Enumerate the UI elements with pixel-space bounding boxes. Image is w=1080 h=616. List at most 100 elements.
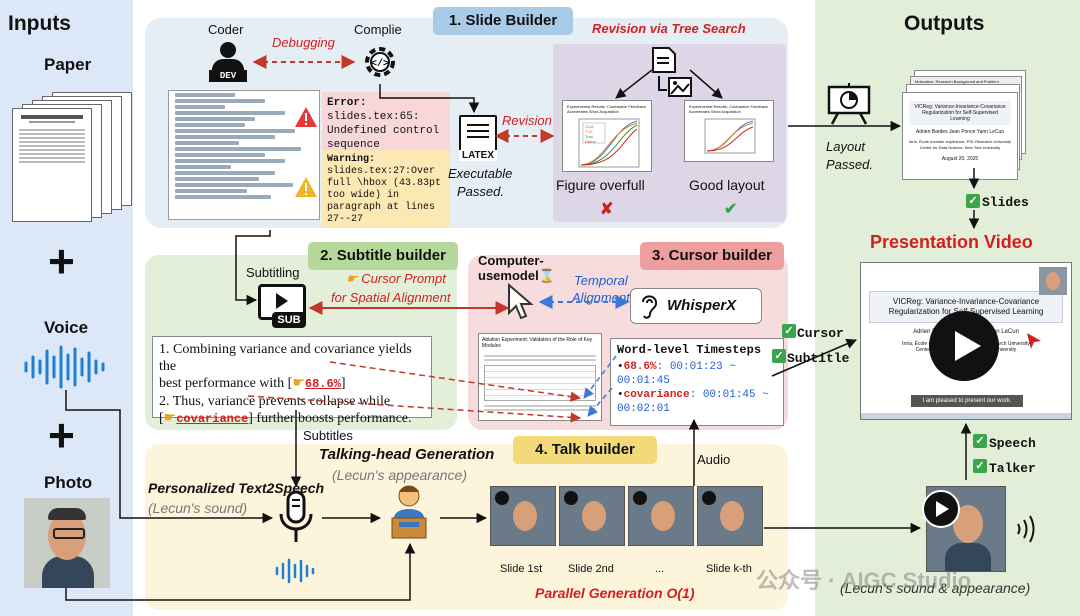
talker-check-icon: ✓ <box>973 459 987 473</box>
legend-item: Trial <box>585 134 593 139</box>
timestep-word-1: 68.6% <box>623 361 657 373</box>
hourglass-icon: ⌛ <box>538 268 555 283</box>
cursor-check-icon: ✓ <box>782 324 796 338</box>
good-layout-slide-thumbnail: Experimental Results: Contrastive Feedba… <box>684 100 774 162</box>
output-slide-front: VICReg: Variance-Invariance-Covariance R… <box>902 92 1018 180</box>
passed-line: Passed. <box>826 157 873 172</box>
frame-slide-k <box>697 486 763 546</box>
t2s-label: Personalized Text2Speech <box>148 480 325 496</box>
output-slide-authors: Adrien Bardes Jean Ponce Yann LeCun <box>915 129 1005 135</box>
latex-code-editor <box>168 90 320 220</box>
ear-icon <box>642 295 658 319</box>
output-slide-date: August 20, 2025 <box>941 156 979 162</box>
video-cursor-icon <box>1027 333 1041 349</box>
complie-label: Complie <box>354 22 402 37</box>
svg-text:</>: </> <box>371 58 389 70</box>
hand-icon-1: ☛ <box>292 376 305 391</box>
subtitle-line-1b: best performance with [ <box>159 376 293 391</box>
subtitle-builder-label: 2. Subtitle builder <box>308 242 458 270</box>
latex-label: LATEX <box>459 150 497 161</box>
computer-use-label: Computer- usemodel⌛ <box>478 253 555 283</box>
audio-label: Audio <box>697 452 731 467</box>
passed-label: Passed. <box>457 184 504 199</box>
frame-slide-2 <box>559 486 625 546</box>
output-slide-affil-1: Inria, École normale supérieure, PSL Res… <box>908 139 1012 144</box>
video-caption: I am pleased to present our work. <box>911 395 1023 407</box>
talker-play-icon[interactable] <box>922 490 960 528</box>
temporal-line: Temporal <box>574 273 628 288</box>
presentation-video-player[interactable]: VICReg: Variance-Invariance-Covariance R… <box>860 262 1072 420</box>
cursor-output-label: Cursor <box>797 326 844 341</box>
frame-slide-3 <box>628 486 694 546</box>
computer-use-line1: Computer- <box>478 253 544 268</box>
legend-item: CLM <box>585 124 594 129</box>
timesteps-title: Word-level Timesteps <box>617 343 762 357</box>
revision-label: Revision <box>502 113 552 128</box>
warning-triangle-icon <box>295 177 317 197</box>
ablation-slide-thumbnail: Ablation Experiment: Validation of the R… <box>478 333 602 421</box>
legend-item: Demo <box>585 139 596 144</box>
sub-badge: SUB <box>272 312 306 328</box>
timestep-time-2: : 00:01:45 ~ 00:02:01 <box>617 389 769 415</box>
token-covariance: covariance <box>176 412 249 426</box>
lecun-sound-label: (Lecun's sound) <box>148 500 248 516</box>
subtitle-text-box: 1. Combining variance and covariance yie… <box>152 336 432 426</box>
dev-badge: DEV <box>209 70 247 82</box>
error-message: slides.tex:65: Undefined control sequenc… <box>327 111 440 151</box>
compile-gear-icon: </> <box>365 47 395 77</box>
cursor-prompt-text: Cursor Prompt <box>361 271 446 286</box>
cursor-builder-label: 3. Cursor builder <box>640 242 784 270</box>
output-slide-title: VICReg: Variance-Invariance-Covariance R… <box>909 101 1011 125</box>
legend-item: ThD <box>585 129 593 134</box>
tree-search-label: Revision via Tree Search <box>592 21 746 36</box>
subtitle-line-2a: 2. Thus, variance prevents collapse whil… <box>159 394 391 409</box>
audio-wave-icon <box>275 558 315 584</box>
error-triangle-icon <box>295 107 317 127</box>
layout-line: Layout <box>826 139 866 154</box>
warning-title: Warning: <box>327 154 376 165</box>
inputs-title: Inputs <box>8 12 71 35</box>
subtitle-line-1c: ] <box>340 376 346 391</box>
slide-caption-1: Slide 1st <box>500 563 543 575</box>
good-layout-plot <box>704 118 756 154</box>
microphone-icon <box>279 490 313 542</box>
warning-box: Warning: slides.tex:27:Over full \hbox (… <box>322 150 450 228</box>
ablation-title: Ablation Experiment: Validation of the R… <box>482 337 593 349</box>
subtitle-check-icon: ✓ <box>772 349 786 363</box>
watermark-text: 公众号 · AIGC Studio <box>756 568 972 593</box>
overfull-slide-thumbnail: Experimental Results: Contrastive Feedba… <box>562 100 652 172</box>
presentation-board-icon <box>827 83 871 125</box>
coder-label: Coder <box>208 22 244 37</box>
paper-front-page <box>12 108 92 222</box>
paper-label: Paper <box>44 55 92 74</box>
token-68-6: 68.6% <box>304 377 341 391</box>
subtitle-line-2c: ] further boosts performance. <box>248 411 412 426</box>
voice-waveform-icon <box>24 345 105 389</box>
parallel-generation-label: Parallel Generation O(1) <box>535 585 695 601</box>
photo-label: Photo <box>44 473 93 492</box>
slides-output-label: Slides <box>982 195 1029 210</box>
mouse-cursor-icon <box>508 283 534 320</box>
slide-caption-k: Slide k-th <box>706 563 752 575</box>
subtitle-line-2b: [ <box>159 411 164 426</box>
outputs-footer-label: (Lecun's sound & appearance) <box>840 580 1031 596</box>
speech-output-label: Speech <box>989 436 1036 451</box>
good-layout-label: Good layout <box>689 177 765 193</box>
timestep-row-2: •covariance: 00:01:45 ~ 00:02:01 <box>617 389 769 415</box>
sound-waves-icon <box>1017 515 1035 543</box>
presentation-video-title: Presentation Video <box>870 232 1033 252</box>
photo-portrait <box>24 498 110 588</box>
play-button-icon[interactable] <box>929 311 999 381</box>
subtitling-label: Subtitling <box>246 265 300 280</box>
subtitles-label: Subtitles <box>303 428 353 443</box>
talking-head-label: Talking-head Generation <box>319 446 495 463</box>
voice-label: Voice <box>44 318 89 337</box>
slides-check-icon: ✓ <box>966 194 980 208</box>
warning-message: slides.tex:27:Over full \hbox (43.83pt t… <box>327 166 442 225</box>
slide-builder-label: 1. Slide Builder <box>433 7 573 35</box>
frame-slide-1 <box>490 486 556 546</box>
slide-caption-3: ... <box>655 563 665 575</box>
figure-overfull-label: Figure overfull <box>556 177 645 193</box>
slide-caption-2: Slide 2nd <box>568 563 614 575</box>
